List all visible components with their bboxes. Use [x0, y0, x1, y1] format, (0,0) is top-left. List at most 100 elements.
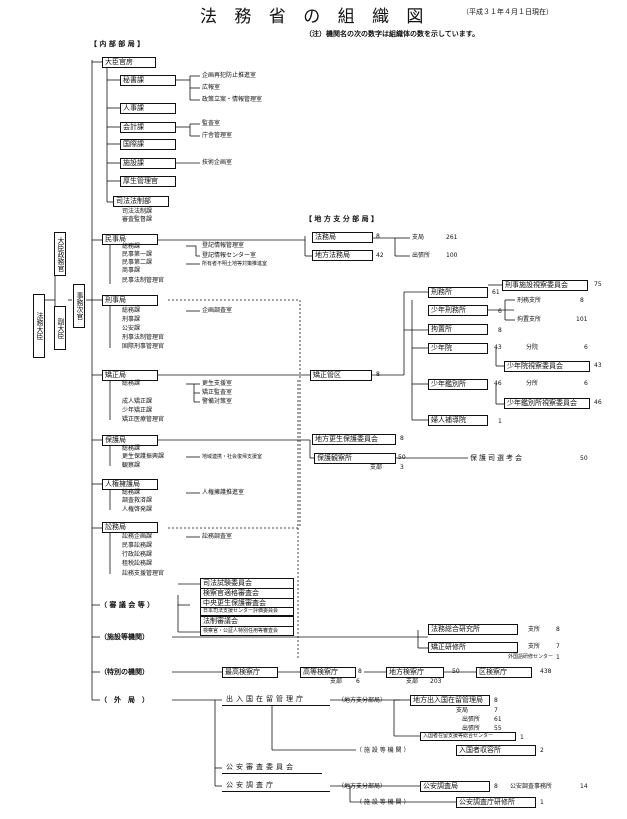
juvenile-prison-count: 6 — [498, 308, 502, 315]
district-legal-affairs-bureau: 地方法務局 — [312, 250, 373, 261]
immigration-agency: 出入国在留管理庁 — [226, 695, 306, 703]
jt-committee-count: 43 — [594, 362, 602, 369]
lit-unit-1: 訟務企画課 — [122, 533, 153, 540]
training-extra: 外国語研修センター — [508, 654, 554, 660]
cl-visiting-committee: 少年鑑別所視察委員会 — [504, 398, 590, 409]
immigration-center-count: 1 — [520, 734, 524, 741]
legal-affairs-branch: 支局 — [412, 234, 425, 241]
section-councils: （ 審 議 会 等 ） — [100, 601, 155, 609]
immigration-detention-center: 入国者収容所 — [456, 745, 536, 756]
criminal-unit-1: 総務課 — [122, 307, 141, 314]
classification-count: 46 — [494, 380, 502, 387]
psc-underline — [222, 773, 322, 774]
lit-sub-1: 訟務調査室 — [202, 533, 233, 540]
psia-facility-count: 1 — [540, 799, 544, 806]
section-special: （特別の機関） — [100, 668, 149, 676]
psia-training-institute: 公安調査庁研修所 — [456, 797, 536, 808]
regional-immigration-count: 8 — [494, 697, 498, 704]
criminal-affairs-bureau: 刑事局 — [102, 295, 158, 306]
psia-regional-bureau: 公安調査局 — [420, 781, 490, 792]
probation-office-count: 50 — [398, 454, 406, 461]
section-facilities: （施設等機関） — [100, 633, 149, 641]
probation-unit-3: 観察課 — [122, 462, 141, 469]
training-branch: 支所 — [528, 643, 541, 650]
hr-unit-1: 総務課 — [122, 489, 141, 496]
local-public-prosecutors: 区検察庁 — [476, 667, 532, 678]
jt-branch-count: 6 — [584, 344, 588, 351]
civil-unit-1: 総務課 — [122, 243, 141, 250]
district-prosecutors-branch: 支部 — [406, 678, 419, 685]
immigration-regional-label: （地方支分部局） — [338, 697, 387, 704]
district-prosecutors-branch-count: 203 — [430, 678, 442, 685]
admin-vice-box: 事務次官 — [73, 284, 85, 328]
psia-office: 公安調査事務所 — [510, 783, 553, 790]
high-count: 8 — [358, 668, 362, 675]
correction-unit-4: 矯正医療管理官 — [122, 416, 165, 423]
correction-bureau: 矯正局 — [102, 370, 158, 381]
juvenile-prison: 少年刑務所 — [428, 305, 488, 316]
women-guidance-home: 婦人補導院 — [428, 415, 488, 426]
hisho-sub-2: 広報室 — [202, 84, 221, 91]
research-branch: 支所 — [528, 626, 541, 633]
cl-branch: 分所 — [526, 380, 539, 387]
juvenile-classification-home: 少年鑑別所 — [428, 379, 488, 390]
training-branch-count: 7 — [556, 643, 560, 650]
criminal-unit-3: 公安課 — [122, 325, 141, 332]
civil-unit-2: 民事第一課 — [122, 251, 153, 258]
research-branch-count: 8 — [556, 626, 560, 633]
imm-office: 出張所 — [462, 716, 481, 723]
imm-office2: 出張所 — [462, 725, 481, 732]
probation-officer-count: 50 — [580, 455, 588, 462]
unit-kokusai: 国際課 — [120, 139, 176, 150]
regional-immigration-bureau: 地方出入国在留管理局 — [410, 695, 490, 706]
hr-sub-1: 人権擁護推進室 — [202, 489, 245, 496]
women-guidance-count: 1 — [498, 418, 502, 425]
footnote: （注）機関名の次の数字は組織体の数を示しています。 — [305, 30, 480, 38]
probation-office-sub-count: 3 — [400, 464, 404, 471]
imm-office-count: 61 — [494, 716, 502, 723]
psia-office-count: 14 — [580, 783, 588, 790]
unit-kaikei: 会計課 — [120, 122, 176, 133]
criminal-unit-5: 国際刑事管理官 — [122, 343, 165, 350]
regional-correction-hq: 矯正管区 — [310, 370, 372, 381]
probation-office: 保護観察所 — [314, 453, 396, 464]
criminal-unit-4: 刑事法制管理官 — [122, 334, 165, 341]
section-internal: 【 内 部 部 局 】 — [90, 40, 145, 48]
civil-unit-5: 民事法制管理官 — [122, 277, 165, 284]
local-prosecutors-count: 438 — [540, 668, 552, 675]
unit-jinji: 人事課 — [120, 103, 176, 114]
council-6: 検察官・公証人特別任用等審査会 — [200, 626, 294, 636]
detention-branch-count: 101 — [576, 316, 588, 323]
litigation-bureau: 訟務局 — [102, 522, 158, 533]
legal-affairs-count: 8 — [376, 233, 380, 240]
detention-house: 拘置所 — [428, 324, 488, 335]
council-4: 日本司法支援センター評価委員会 — [200, 607, 294, 616]
prison: 刑務所 — [428, 287, 488, 298]
vice-minister-box: 副大臣 — [54, 306, 66, 350]
correction-district-count: 8 — [376, 371, 380, 378]
district-public-prosecutors: 地方検察庁 — [386, 667, 444, 678]
section-regional: 【 地 方 支 分 部 局 】 — [305, 215, 379, 223]
unit-kosei: 厚生管理官 — [120, 176, 176, 187]
unit-shiho: 司法法制部 — [113, 196, 169, 207]
shiho-sub-2: 審査監督課 — [122, 216, 153, 223]
criminal-sub-1: 企画調査室 — [202, 307, 233, 314]
prison-branch-count: 8 — [580, 297, 584, 304]
shisetsu-sub-1: 技術企画室 — [202, 159, 233, 166]
juvenile-training-school: 少年院 — [428, 343, 488, 354]
civil-unit-3: 民事第二課 — [122, 259, 153, 266]
chart-title: 法 務 省 の 組 織 図 — [200, 7, 430, 27]
legal-affairs-branch-count: 261 — [446, 234, 458, 241]
research-institute: 法務総合研究所 — [428, 624, 518, 635]
jt-branch: 分院 — [526, 344, 539, 351]
correction-unit-1: 総務課 — [122, 380, 141, 387]
psia-regional-label: （地方支分部局） — [338, 783, 387, 790]
as-of-date: （平成３１年４月１日現在） — [462, 8, 553, 16]
psia-facilities-label: （ 施 設 等 機 関 ） — [356, 799, 410, 806]
probation-unit-2: 更生保護振興課 — [122, 453, 165, 460]
detention-branch: 拘置支所 — [517, 316, 542, 323]
jt-visiting-committee: 少年院視察委員会 — [504, 361, 590, 372]
secretariat-box: 大臣官房 — [102, 57, 156, 68]
